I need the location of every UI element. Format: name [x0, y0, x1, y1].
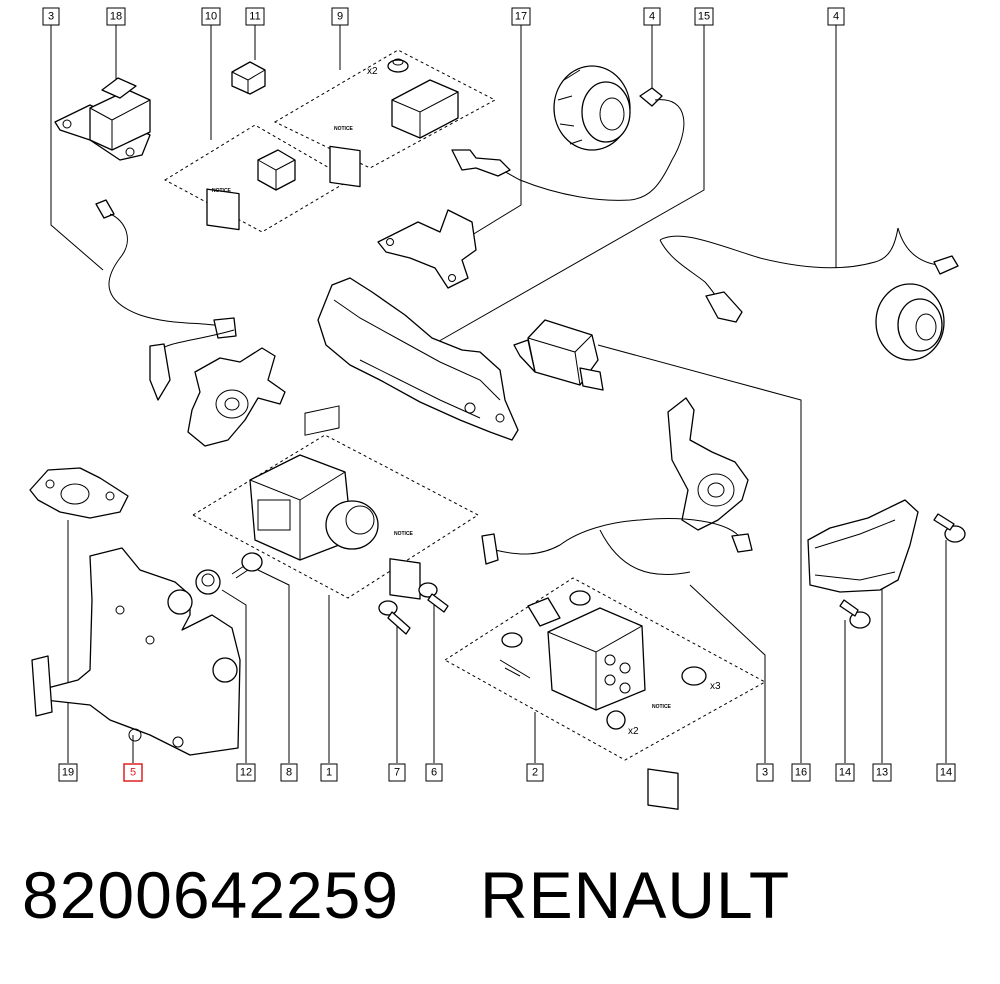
- notice-label-1: NOTICE: [394, 531, 414, 537]
- svg-text:16: 16: [795, 767, 807, 779]
- bolt-7: [378, 600, 411, 635]
- abs-unit-kit-2: x3 x2 NOTICE: [499, 590, 721, 810]
- callout-5[interactable]: 5: [123, 763, 143, 782]
- svg-text:14: 14: [839, 767, 851, 779]
- sensor-knuckle-left: [95, 199, 286, 447]
- callout-4-a[interactable]: 4: [643, 7, 661, 26]
- callout-14-b[interactable]: 14: [936, 763, 956, 782]
- leader-lines: [50, 25, 947, 763]
- connector-10: NOTICE: [206, 149, 296, 231]
- callout-3-top[interactable]: 3: [42, 7, 60, 26]
- callout-1[interactable]: 1: [320, 763, 338, 782]
- svg-text:4: 4: [649, 11, 655, 23]
- svg-text:11: 11: [249, 11, 260, 23]
- svg-text:13: 13: [876, 767, 888, 779]
- callout-7[interactable]: 7: [388, 763, 406, 782]
- part-number: 8200642259: [22, 858, 400, 932]
- qty-x2-bottom: x2: [628, 726, 639, 737]
- svg-text:17: 17: [515, 11, 527, 23]
- svg-text:9: 9: [337, 11, 343, 23]
- bolt-8: [231, 552, 263, 579]
- svg-text:8: 8: [286, 767, 292, 779]
- svg-text:4: 4: [833, 11, 839, 23]
- control-module-16: [513, 319, 604, 391]
- svg-text:3: 3: [48, 11, 54, 23]
- module-9: NOTICE x2: [329, 58, 459, 188]
- sensor-knuckle-right: [481, 397, 753, 576]
- callout-18[interactable]: 18: [106, 7, 126, 26]
- callout-6[interactable]: 6: [425, 763, 443, 782]
- bolt-6: [418, 582, 449, 613]
- callout-8[interactable]: 8: [280, 763, 298, 782]
- svg-text:18: 18: [110, 11, 122, 23]
- callout-3-bottom[interactable]: 3: [756, 763, 774, 782]
- callout-2[interactable]: 2: [526, 763, 544, 782]
- bushing-12: [195, 569, 221, 595]
- wheel-sensor-right: [659, 227, 959, 361]
- kit-1-outline: [191, 434, 479, 599]
- notice-label-9: NOTICE: [334, 126, 354, 132]
- callout-14-a[interactable]: 14: [835, 763, 855, 782]
- abs-modulator-1: NOTICE: [249, 405, 421, 600]
- plate-19: [29, 467, 129, 519]
- svg-text:2: 2: [532, 767, 538, 779]
- callout-11[interactable]: 11: [245, 7, 265, 26]
- svg-text:12: 12: [240, 767, 252, 779]
- svg-text:5: 5: [130, 767, 136, 779]
- main-bracket-5: [31, 547, 241, 756]
- svg-text:15: 15: [698, 11, 710, 23]
- svg-text:6: 6: [431, 767, 437, 779]
- cross-beam-15: [317, 277, 519, 441]
- callout-15[interactable]: 15: [694, 7, 714, 26]
- bracket-17: [377, 209, 477, 289]
- svg-text:10: 10: [205, 11, 217, 23]
- brand-name: RENAULT: [480, 858, 791, 932]
- qty-x2-top: x2: [367, 66, 378, 77]
- notice-label-10: NOTICE: [212, 188, 232, 194]
- svg-text:1: 1: [326, 767, 332, 779]
- callout-19[interactable]: 19: [58, 763, 78, 782]
- callout-17[interactable]: 17: [511, 7, 531, 26]
- svg-text:7: 7: [394, 767, 400, 779]
- notice-label-2: NOTICE: [652, 704, 672, 710]
- relay-bracket-18: [54, 77, 151, 161]
- bolt-14-right: [933, 513, 966, 543]
- wheel-sensor-top: [451, 65, 685, 201]
- svg-text:19: 19: [62, 767, 74, 779]
- callout-10[interactable]: 10: [201, 7, 221, 26]
- svg-text:3: 3: [762, 767, 768, 779]
- bolt-14-left: [839, 599, 871, 629]
- shield-bracket-13: [807, 499, 919, 593]
- callout-4-b[interactable]: 4: [827, 7, 845, 26]
- qty-x3: x3: [710, 681, 721, 692]
- connector-clip-11: [231, 61, 266, 95]
- callout-16[interactable]: 16: [791, 763, 811, 782]
- callout-9[interactable]: 9: [331, 7, 349, 26]
- callout-labels: 3 18 10 11 9 17 4 15 4 19 5 12 8 1 7 6 2…: [42, 7, 956, 782]
- callout-13[interactable]: 13: [872, 763, 892, 782]
- svg-text:14: 14: [940, 767, 952, 779]
- callout-12[interactable]: 12: [236, 763, 256, 782]
